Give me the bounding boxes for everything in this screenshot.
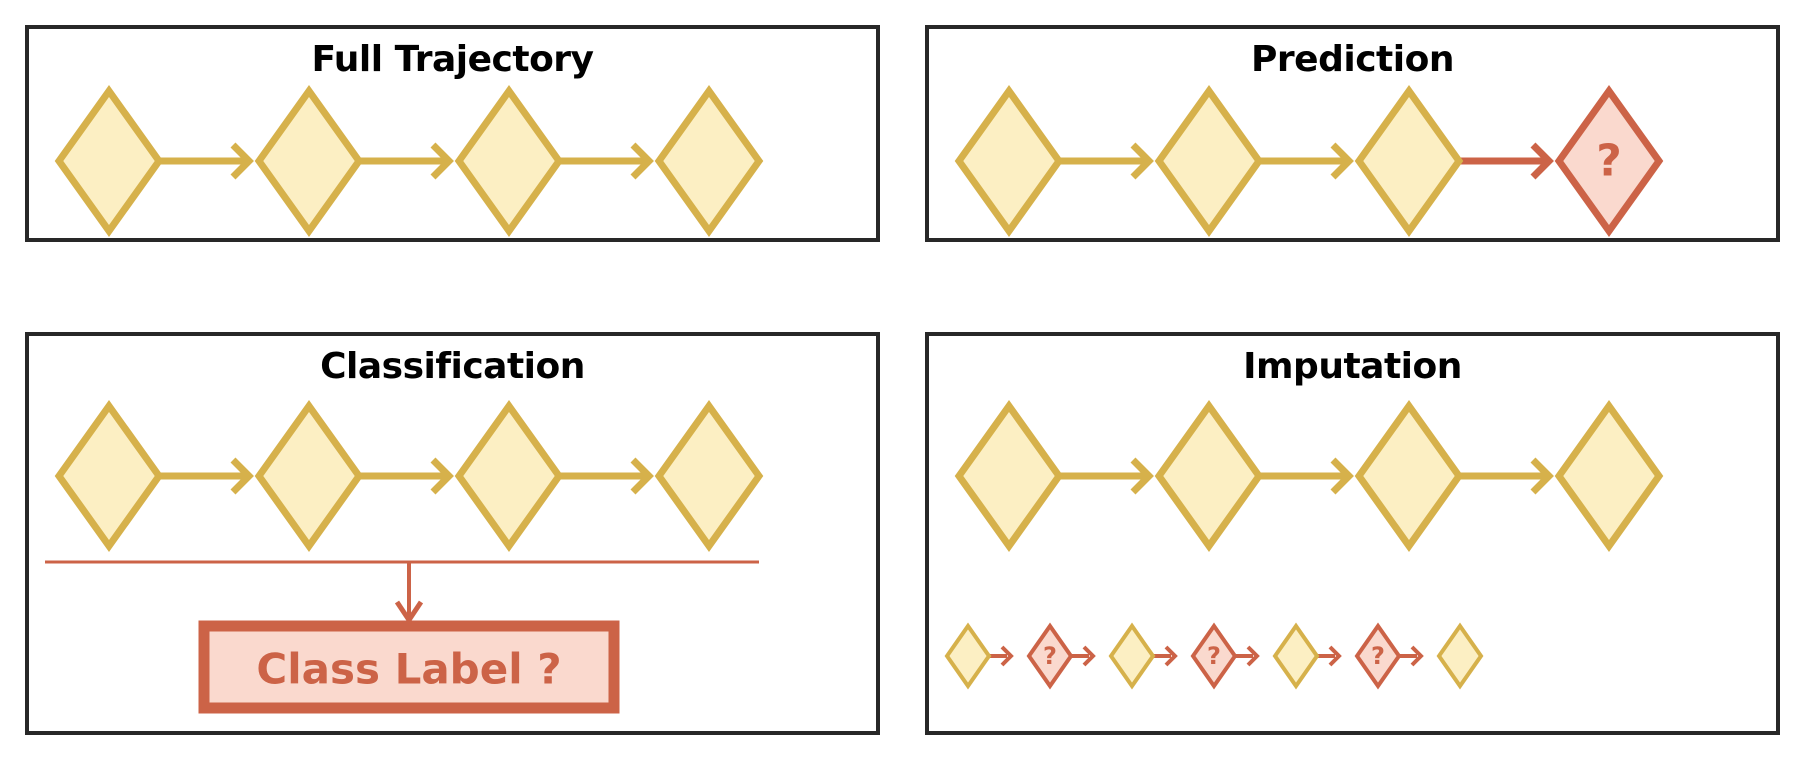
arrow-connector-prediction [1459,145,1549,177]
trajectory-node [654,399,764,553]
arrow-connector-2 [359,460,449,492]
panel-classification: Classification [25,332,880,735]
arrow-connector-3 [559,460,649,492]
trajectory-node [1154,399,1264,553]
missing-node [1190,622,1238,690]
panel-prediction: Prediction [925,25,1780,242]
panel-full-trajectory: Full Trajectory [25,25,880,242]
trajectory-node [1436,622,1484,690]
trajectory-node [1554,399,1664,553]
trajectory-node [954,84,1064,238]
arrow-connector-g4 [1235,645,1259,667]
panel-title-classification: Classification [320,346,585,387]
diagram-imputation: ? ? ? [929,336,1776,731]
arrow-connector-2 [1259,145,1349,177]
arrow-connector-1 [159,460,249,492]
panel-title-imputation: Imputation [1243,346,1462,387]
missing-node [1026,622,1074,690]
arrow-connector-1 [1059,145,1149,177]
trajectory-node [1354,399,1464,553]
missing-node-label: ? [1371,642,1385,670]
trajectory-node [1108,622,1156,690]
missing-node-label: ? [1207,642,1221,670]
trajectory-node [1154,84,1264,238]
panel-title-prediction: Prediction [1251,39,1454,80]
trajectory-node [454,84,564,238]
arrow-connector-2 [359,145,449,177]
arrow-connector-3 [1459,460,1549,492]
trajectory-node [254,399,364,553]
imputation-row-gappy: ? ? ? [944,622,1484,690]
trajectory-node [954,399,1064,553]
imputation-row-complete [954,399,1664,553]
trajectory-node [254,84,364,238]
arrow-connector-3 [559,145,649,177]
trajectory-node [54,399,164,553]
trajectory-node [1272,622,1320,690]
missing-node-label: ? [1596,136,1622,187]
arrow-connector-g5 [1317,645,1341,667]
missing-node-label: ? [1043,642,1057,670]
arrow-connector-2 [1259,460,1349,492]
trajectory-node [454,399,564,553]
arrow-connector-g3 [1153,645,1177,667]
class-label-box [198,620,620,714]
class-label-text: Class Label ? [256,645,561,694]
missing-node [1354,622,1402,690]
trajectory-node [54,84,164,238]
aggregation-down-arrow-icon [394,562,424,625]
panel-title-full-trajectory: Full Trajectory [311,39,594,80]
arrow-connector-1 [1059,460,1149,492]
trajectory-node [654,84,764,238]
arrow-connector-1 [159,145,249,177]
arrow-connector-g1 [989,645,1013,667]
missing-node [1554,84,1664,238]
trajectory-node [1354,84,1464,238]
arrow-connector-g2 [1071,645,1095,667]
diagram-classification: Class Label ? [29,336,876,731]
trajectory-node [944,622,992,690]
arrow-connector-g6 [1399,645,1423,667]
panel-imputation: Imputation [925,332,1780,735]
